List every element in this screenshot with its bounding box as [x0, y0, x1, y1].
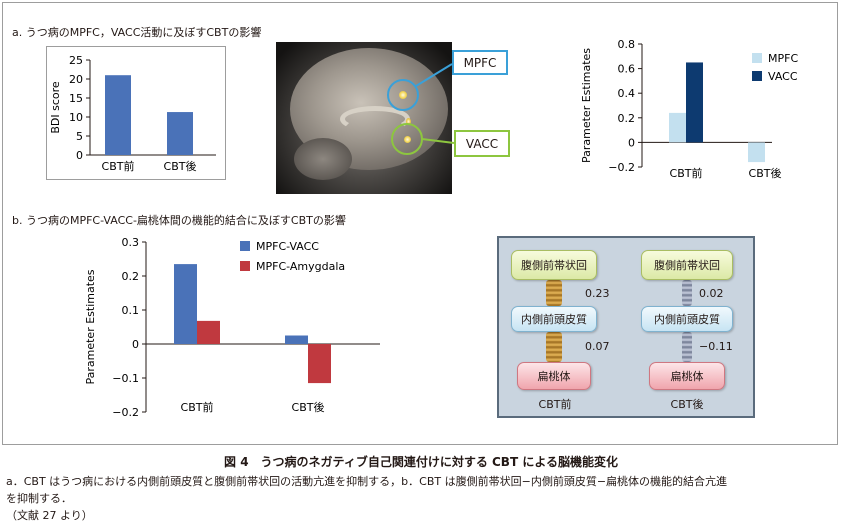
- mpfc-circle: [387, 79, 419, 111]
- y-tick-label: 0: [628, 136, 635, 149]
- figure-caption-line-1: a．CBT はうつ病における内側前頭皮質と腹側前帯状回の活動亢進を抑制する，b．…: [6, 475, 728, 488]
- bar: [285, 335, 308, 344]
- bar: [308, 344, 331, 384]
- y-tick-label: 15: [69, 92, 83, 105]
- y-tick-label: 0.8: [618, 38, 636, 51]
- x-tick-label: CBT前: [102, 159, 135, 173]
- brain-mri-image: [276, 42, 452, 194]
- figure-caption-line-3: （文献 27 より）: [6, 509, 93, 522]
- x-tick-label: CBT前: [670, 166, 703, 180]
- legend-swatch: [752, 53, 762, 63]
- y-tick-label: 10: [69, 111, 83, 124]
- legend-label: MPFC: [768, 52, 798, 65]
- y-tick-label: 0: [76, 149, 83, 162]
- value-post-acc-mpfc: 0.02: [699, 287, 724, 300]
- node-post-mpfc: 内側前頭皮質: [641, 306, 733, 332]
- figure-caption-line-2: を抑制する．: [6, 492, 72, 505]
- legend-swatch: [752, 71, 762, 81]
- node-pre-vacc: 腹側前帯状回: [511, 250, 597, 280]
- legend-label: MPFC-Amygdala: [256, 260, 345, 273]
- bar: [167, 112, 193, 155]
- mpfc-label: MPFC: [452, 50, 508, 75]
- y-tick-label: 0.4: [618, 87, 636, 100]
- y-tick-label: 0.2: [122, 270, 140, 283]
- connection-bar-post-mpfc-amygdala: [682, 332, 692, 362]
- y-tick-label: 0: [132, 338, 139, 351]
- section-b-title: b. うつ病のMPFC-VACC-扁桃体間の機能的結合に及ぼすCBTの影響: [12, 214, 346, 227]
- x-tick-label: CBT後: [164, 159, 197, 173]
- cerebellum-shape: [294, 138, 352, 180]
- legend-swatch: [240, 261, 250, 271]
- vacc-label: VACC: [454, 130, 510, 157]
- legend-label: MPFC-VACC: [256, 240, 319, 253]
- y-tick-label: 0.6: [618, 63, 636, 76]
- y-axis-label: BDI score: [49, 81, 62, 134]
- connectivity-diagram: 腹側前帯状回 内側前頭皮質 扁桃体 腹側前帯状回 内側前頭皮質 扁桃体 0.23…: [497, 236, 755, 418]
- value-pre-mpfc-amygdala: 0.07: [585, 340, 610, 353]
- y-tick-label: 0.1: [122, 304, 140, 317]
- y-tick-label: 5: [76, 130, 83, 143]
- node-pre-mpfc: 内側前頭皮質: [511, 306, 597, 332]
- vacc-callout-line: [421, 138, 455, 144]
- y-tick-label: 20: [69, 73, 83, 86]
- y-tick-label: −0.2: [608, 161, 635, 174]
- bar: [669, 112, 686, 143]
- mpfc-callout-line: [415, 63, 453, 87]
- value-pre-acc-mpfc: 0.23: [585, 287, 610, 300]
- node-pre-amygdala: 扁桃体: [517, 362, 591, 390]
- activation-spot-mpfc: [399, 91, 407, 99]
- connection-bar-pre-mpfc-amygdala: [546, 332, 562, 362]
- legend-label: VACC: [768, 70, 798, 83]
- figure-caption-title: 図 4 うつ病のネガティブ自己関連付けに対する CBT による脳機能変化: [224, 455, 618, 469]
- bar: [748, 142, 765, 163]
- section-a-title: a. うつ病のMPFC，VACC活動に及ぼすCBTの影響: [12, 26, 262, 39]
- label-post: CBT後: [670, 398, 704, 411]
- x-tick-label: CBT前: [181, 400, 214, 414]
- node-post-vacc: 腹側前帯状回: [641, 250, 733, 280]
- bar: [174, 264, 197, 344]
- bar: [105, 75, 131, 155]
- value-post-mpfc-amygdala: −0.11: [699, 340, 733, 353]
- y-tick-label: 0.2: [618, 112, 636, 125]
- y-tick-label: −0.2: [112, 406, 139, 419]
- vacc-circle: [391, 123, 423, 155]
- y-axis-label: Parameter Estimates: [580, 48, 593, 163]
- y-tick-label: 0.3: [122, 236, 140, 249]
- x-tick-label: CBT後: [292, 400, 325, 414]
- y-tick-label: −0.1: [112, 372, 139, 385]
- connection-bar-post-acc-mpfc: [682, 280, 692, 306]
- activation-spot-vacc: [404, 136, 411, 143]
- y-axis-label: Parameter Estimates: [84, 269, 97, 384]
- label-pre: CBT前: [538, 398, 572, 411]
- activation-spot-vacc-2: [406, 118, 411, 125]
- connection-bar-pre-acc-mpfc: [546, 280, 562, 306]
- x-tick-label: CBT後: [749, 166, 782, 180]
- chart-frame: [46, 46, 226, 180]
- bar: [197, 320, 220, 344]
- y-tick-label: 25: [69, 54, 83, 67]
- bar: [686, 62, 703, 143]
- legend-swatch: [240, 241, 250, 251]
- brain-callout-lines: [387, 63, 455, 155]
- node-post-amygdala: 扁桃体: [649, 362, 725, 390]
